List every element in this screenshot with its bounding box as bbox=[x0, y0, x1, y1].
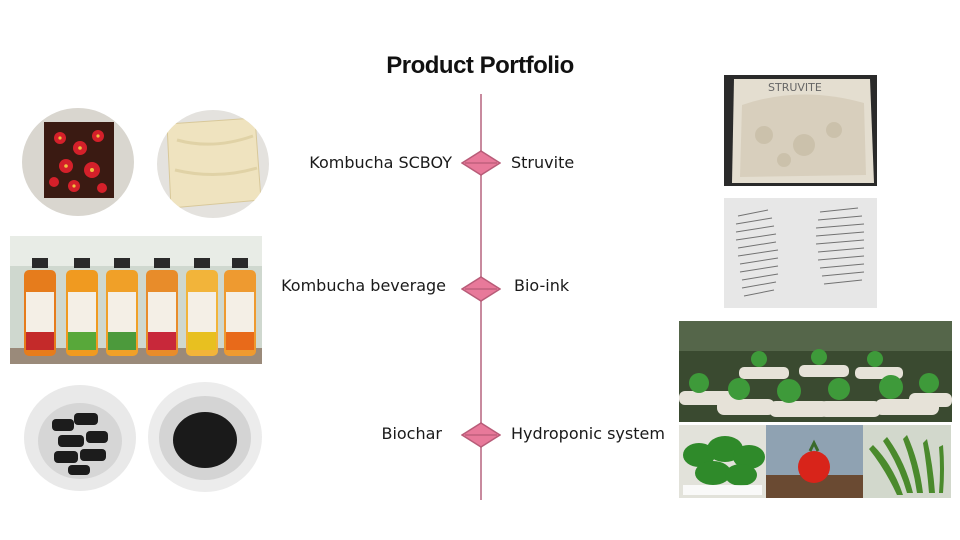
timeline-diamond-2 bbox=[460, 276, 502, 302]
label-hydroponic-system: Hydroponic system bbox=[511, 424, 665, 443]
struvite-bag-handwriting: STRUVITE bbox=[768, 81, 822, 94]
label-kombucha-beverage: Kombucha beverage bbox=[281, 276, 446, 295]
spinach-photo bbox=[679, 425, 766, 498]
slide-title: Product Portfolio bbox=[386, 52, 574, 79]
biochar-pieces-photo bbox=[24, 385, 136, 491]
biochar-powder-photo bbox=[148, 382, 262, 492]
label-bio-ink: Bio-ink bbox=[514, 276, 570, 295]
okra-photo bbox=[863, 425, 951, 498]
timeline-diamond-1 bbox=[460, 150, 502, 176]
label-biochar: Biochar bbox=[381, 424, 442, 443]
scoby-sheet-photo bbox=[157, 110, 269, 218]
bio-ink-sketch-photo bbox=[724, 198, 877, 308]
label-struvite: Struvite bbox=[511, 153, 575, 172]
tomato-photo bbox=[766, 425, 863, 498]
struvite-bag-photo: STRUVITE bbox=[724, 75, 877, 186]
hydroponic-pipes-photo bbox=[679, 321, 952, 422]
kombucha-bottles-photo bbox=[10, 236, 262, 364]
timeline-diamond-3 bbox=[460, 422, 502, 448]
label-kombucha-scboy: Kombucha SCBOY bbox=[309, 153, 452, 172]
scoby-flower-craft-photo bbox=[22, 108, 134, 216]
